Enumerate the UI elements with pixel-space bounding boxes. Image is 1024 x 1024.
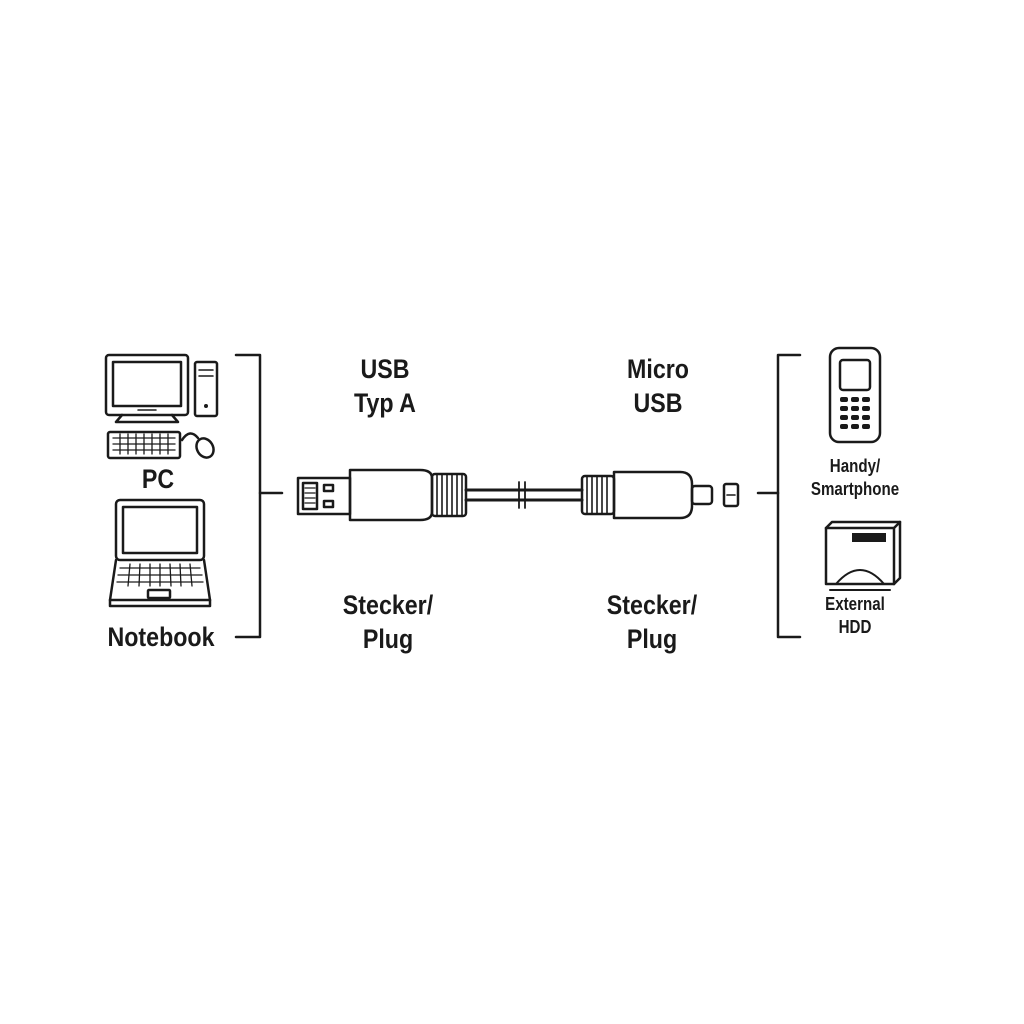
plug-right-label-line2: Plug [626, 624, 678, 654]
handy-label-line1: Handy/ [829, 456, 881, 476]
usb-type-a-label-line2: Typ A [354, 388, 416, 418]
hdd-label-line2: HDD [838, 617, 872, 637]
left-bracket [234, 353, 284, 639]
micro-usb-label-line1: Micro [627, 354, 689, 384]
micro-usb-label-line2: USB [633, 388, 683, 418]
pc-label: PC [141, 464, 175, 494]
plug-left-label-line2: Plug [362, 624, 414, 654]
external-hard-drive-icon [824, 520, 902, 591]
notebook-label: Notebook [107, 622, 215, 652]
right-bracket [756, 353, 802, 639]
plug-right-label-line1: Stecker/ [606, 590, 698, 620]
usb-cable-icon [296, 468, 740, 522]
plug-left-label-line1: Stecker/ [342, 590, 434, 620]
handy-label-line2: Smartphone [810, 479, 900, 499]
laptop-icon [108, 498, 212, 608]
hdd-label-line1: External [825, 594, 885, 614]
usb-type-a-label-line1: USB [360, 354, 410, 384]
mobile-phone-icon [828, 346, 882, 444]
desktop-computer-icon [104, 353, 219, 460]
